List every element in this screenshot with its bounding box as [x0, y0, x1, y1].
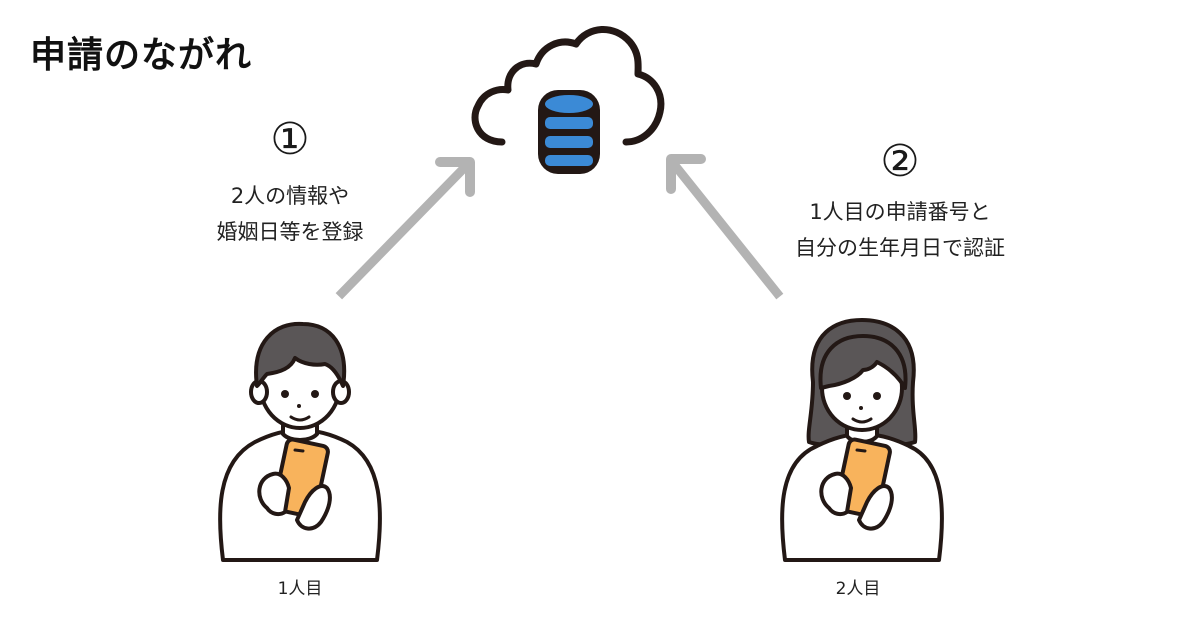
step-2-line-2: 自分の生年月日で認証: [795, 236, 1005, 260]
step-1-number: ①: [270, 114, 310, 165]
arrow-up-left-icon: [666, 154, 784, 300]
man-with-phone-icon: [218, 321, 382, 562]
person-2-label: 2人目: [835, 579, 881, 599]
step-2: ② 1人目の申請番号と 自分の生年月日で認証: [760, 140, 1040, 266]
cloud-database-icon: [471, 26, 665, 174]
page-title: 申請のながれ: [30, 35, 253, 76]
step-1: ① 2人の情報や 婚姻日等を登録: [170, 118, 410, 250]
step-2-number: ②: [880, 136, 920, 187]
step-2-line-1: 1人目の申請番号と: [809, 200, 991, 224]
cloud-outline: [471, 26, 665, 146]
person-1-label: 1人目: [277, 579, 323, 599]
arrow-up-right-icon: [335, 157, 475, 300]
step-1-line-2: 婚姻日等を登録: [216, 220, 364, 244]
step-1-line-1: 2人の情報や: [230, 184, 350, 208]
woman-with-phone-icon: [780, 318, 944, 562]
database-icon: [538, 90, 600, 174]
